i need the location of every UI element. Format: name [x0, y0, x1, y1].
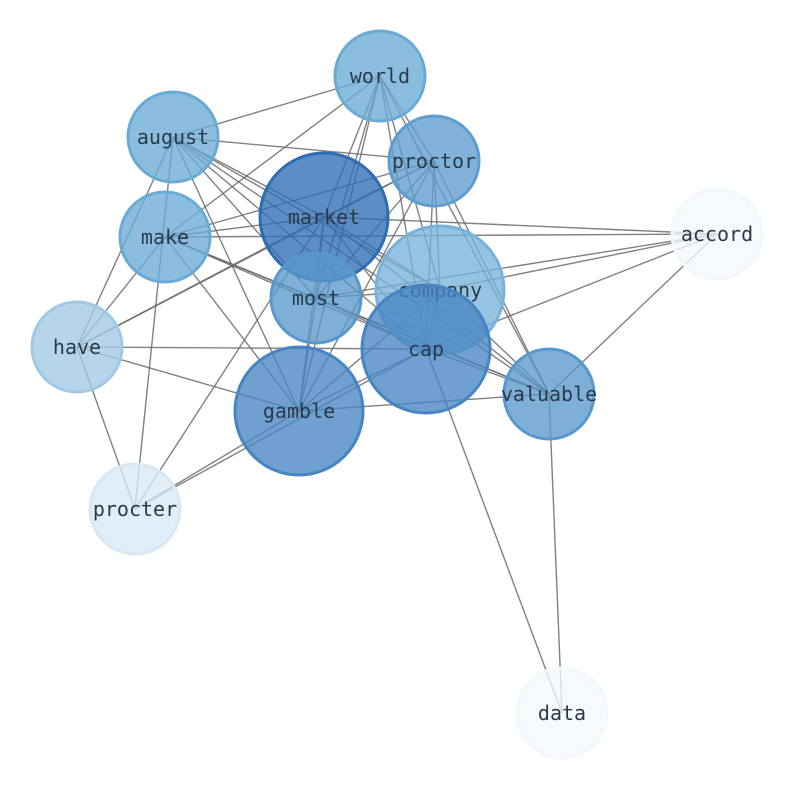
node-label-most: most: [292, 286, 340, 310]
node-data: data: [515, 666, 609, 760]
node-valuable: valuable: [501, 347, 597, 441]
node-circle-valuable: [502, 347, 596, 441]
node-circle-most: [269, 251, 363, 345]
node-circle-cap: [360, 283, 492, 415]
node-have: have: [30, 300, 124, 394]
node-label-valuable: valuable: [501, 382, 597, 406]
node-label-data: data: [538, 701, 586, 725]
node-circle-make: [118, 190, 212, 284]
node-circle-have: [30, 300, 124, 394]
node-label-have: have: [53, 335, 101, 359]
node-circle-august: [126, 90, 220, 184]
node-label-proctor: proctor: [392, 149, 476, 173]
node-circle-data: [515, 666, 609, 760]
node-label-cap: cap: [408, 337, 444, 361]
node-circle-world: [333, 29, 427, 123]
node-gamble: gamble: [233, 345, 365, 477]
node-august: august: [126, 90, 220, 184]
node-layer: worldaugustproctormarketmakeaccordcompan…: [30, 29, 764, 760]
node-circle-gamble: [233, 345, 365, 477]
node-procter: procter: [88, 462, 182, 556]
edge-valuable-data: [548, 393, 563, 714]
node-circle-procter: [88, 462, 182, 556]
node-label-accord: accord: [681, 222, 753, 246]
node-cap: cap: [360, 283, 492, 415]
node-label-world: world: [350, 64, 410, 88]
node-make: make: [118, 190, 212, 284]
node-label-make: make: [141, 225, 189, 249]
node-world: world: [333, 29, 427, 123]
node-label-market: market: [288, 205, 360, 229]
node-most: most: [269, 251, 363, 345]
node-label-procter: procter: [93, 497, 177, 521]
node-label-gamble: gamble: [263, 399, 335, 423]
node-circle-accord: [670, 187, 764, 281]
node-accord: accord: [670, 187, 764, 281]
edge-market-accord: [323, 216, 718, 235]
node-label-august: august: [137, 125, 209, 149]
node-proctor: proctor: [387, 114, 481, 208]
node-circle-proctor: [387, 114, 481, 208]
